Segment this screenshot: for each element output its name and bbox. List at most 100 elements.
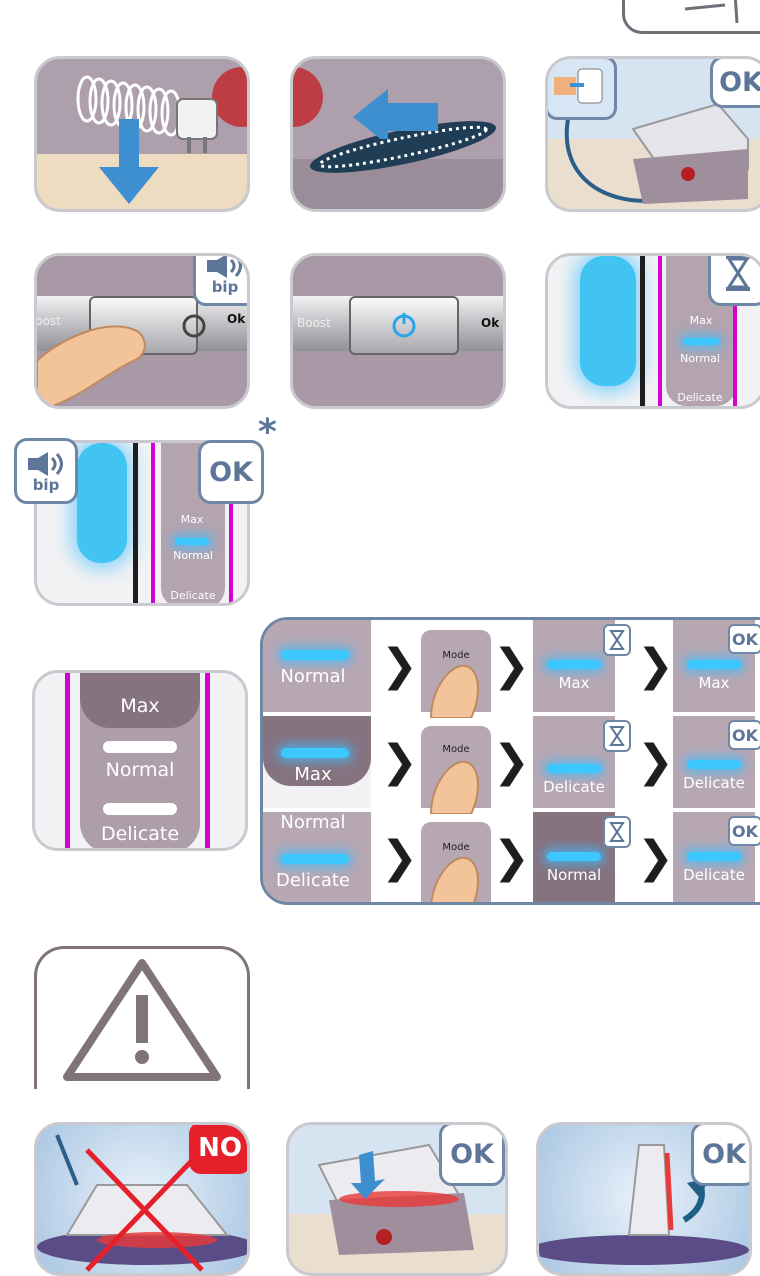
panel-unwind-cord [34,56,250,212]
sequence-row: Normal ❯ Mode ❯ Max ❯ Max OK [263,620,760,712]
divider [133,443,138,603]
panel-plug-in: OK [545,56,760,212]
bip-badge: bip [193,253,250,306]
sound-icon [205,253,245,280]
start-label: Max [263,764,363,785]
active-lamp [687,852,741,861]
ok-badge: OK [439,1122,505,1186]
bip-label: bip [212,280,239,295]
warning-panel [34,946,250,1089]
result-label: Normal [533,866,615,884]
warning-icon [37,949,247,1089]
chevron-right-icon: ❯ [381,832,418,883]
magenta-line [151,443,155,603]
normal-lamp [175,538,209,545]
delicate-lamp [103,803,177,815]
magenta-line [65,673,70,848]
hourglass-icon [609,821,625,843]
delicate-label: Delicate [670,391,730,404]
arrow-icon [99,119,159,209]
blinking-lamp [547,764,601,773]
bip-badge: bip [14,438,78,504]
sequence-row: Max ❯ Mode ❯ Delicate ❯ Delicate OK [263,716,760,808]
active-lamp [687,660,741,669]
ok-badge: OK [710,56,760,108]
start-top-label: Normal [263,812,363,833]
chevron-right-icon: ❯ [637,640,674,691]
power-button[interactable] [349,296,459,355]
finger-icon [421,658,491,718]
panel-store-cord [290,56,506,212]
result-label: Max [533,674,615,692]
active-lamp [281,854,349,864]
normal-lamp [683,338,719,345]
active-lamp [687,760,741,769]
sequence-row: Normal Delicate ❯ Mode ❯ Normal ❯ Delica… [263,812,760,904]
result-label: Delicate [533,778,615,796]
plug-icon [548,59,608,111]
magenta-line [658,256,662,406]
panel-power-on: Boost Ok [290,253,506,409]
chevron-right-icon: ❯ [381,640,418,691]
normal-label: Normal [80,759,200,781]
start-label: Delicate [263,870,363,891]
max-label: Max [676,314,726,327]
hourglass-badge [603,624,631,656]
ok-badge: OK [691,1122,752,1186]
end-label: Delicate [673,866,755,884]
hourglass-badge [603,720,631,752]
chevron-right-icon: ❯ [493,640,530,691]
blinking-lamp [547,852,601,861]
hourglass-icon [609,725,625,747]
start-label: Normal [263,666,363,687]
active-lamp [281,748,349,758]
ok-label: Ok [227,312,245,326]
max-label: Max [80,695,200,717]
asterisk-note: * [258,412,277,453]
water-tank-light [77,443,127,563]
ok-badge-small: OK [728,624,760,654]
max-label: Max [167,513,217,526]
hourglass-icon [609,629,625,651]
panel-press-power: Boost Ok bip [34,253,250,409]
end-label: Max [673,674,755,692]
panel-iron-on-base: OK [286,1122,508,1276]
finger-icon [421,850,491,905]
ok-badge-small: OK [728,816,760,846]
divider [640,256,645,406]
hourglass-icon [723,253,753,293]
manual-sketch-icon [625,0,760,31]
chevron-right-icon: ❯ [493,736,530,787]
bip-label: bip [33,478,60,493]
blinking-lamp [547,660,601,669]
delicate-label: Delicate [163,589,223,602]
normal-label: Normal [163,549,223,562]
finger-icon [37,321,177,409]
mode-sequence-table: Normal ❯ Mode ❯ Max ❯ Max OK Max ❯ Mode … [260,617,760,905]
normal-label: Normal [670,352,730,365]
hourglass-badge [708,253,760,306]
arrow-icon [353,89,443,139]
end-label: Delicate [673,774,755,792]
ok-label: Ok [481,316,499,330]
socket-inset [545,56,617,120]
water-tank-light [580,256,636,386]
power-icon [179,310,209,340]
sound-icon [26,450,66,478]
panel-iron-upright: OK [536,1122,752,1276]
panel-temperature-levels: Max Normal Delicate [32,670,248,851]
no-badge: NO [189,1122,250,1174]
normal-lamp [103,741,177,753]
chevron-right-icon: ❯ [637,736,674,787]
delicate-label: Delicate [80,823,200,845]
hourglass-badge [603,816,631,848]
boost-label: Boost [297,316,331,330]
panel-heating: Max Normal Delicate [545,253,760,409]
chevron-right-icon: ❯ [381,736,418,787]
chevron-right-icon: ❯ [493,832,530,883]
panel-no-iron-flat: NO [34,1122,250,1276]
finger-icon [421,754,491,814]
ok-badge-small: OK [728,720,760,750]
magenta-line [205,673,210,848]
ok-badge: OK [198,440,264,504]
